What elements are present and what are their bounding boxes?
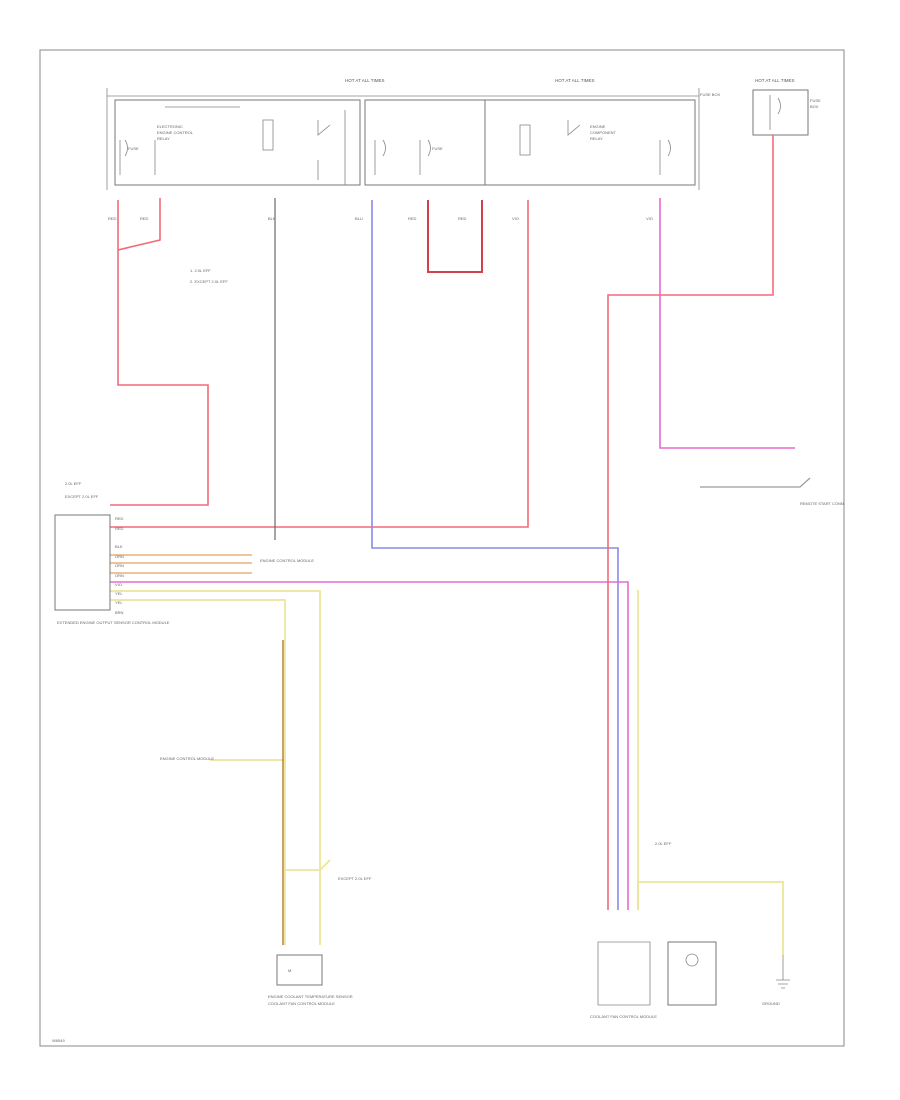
- fan-module-left: [597, 941, 651, 1006]
- svg-text:RED: RED: [108, 216, 117, 221]
- footer-code: W6549: [52, 1038, 65, 1043]
- svg-text:RELAY: RELAY: [157, 136, 170, 141]
- svg-text:VIO: VIO: [115, 582, 122, 587]
- relay-box-3: [484, 99, 696, 186]
- right-20l-label: 2.0L EFF: [655, 841, 672, 846]
- wire-pink-right: [659, 198, 795, 449]
- svg-text:RELAY: RELAY: [590, 136, 603, 141]
- ecm-module: [54, 514, 111, 611]
- right-caption: COOLANT FAN CONTROL MODULE: [590, 1014, 657, 1019]
- top-right-caption: REMOTE START CONN: [800, 501, 844, 506]
- svg-text:ENGINE CONTROL: ENGINE CONTROL: [157, 130, 194, 135]
- legend-2: 2. EXCEPT 2.0L EFF: [190, 279, 228, 284]
- svg-text:VIO: VIO: [646, 216, 653, 221]
- ecm-header: 2.0L EFF: [65, 481, 82, 486]
- svg-text:BLU: BLU: [355, 216, 363, 221]
- relay-box-2: [364, 99, 486, 186]
- svg-text:RED: RED: [140, 216, 149, 221]
- ecm-sub: EXCEPT 2.0L EFF: [65, 494, 99, 499]
- svg-text:ENGINE: ENGINE: [590, 124, 606, 129]
- diagram-frame: [39, 49, 845, 1047]
- svg-text:YEL: YEL: [115, 600, 123, 605]
- svg-text:RED: RED: [115, 526, 124, 531]
- svg-text:M: M: [288, 968, 291, 973]
- splice-left-caption: ENGINE CONTROL MODULE: [160, 756, 214, 761]
- fan-module-right: [667, 941, 717, 1006]
- wire-blue: [371, 200, 619, 910]
- left-motor-module: [276, 954, 323, 986]
- svg-text:YEL: YEL: [115, 591, 123, 596]
- fuse-ref-1: FUSE: [128, 146, 139, 151]
- wire-red-left: [110, 200, 209, 506]
- wire-gray-remote: [700, 477, 811, 488]
- svg-text:VIO: VIO: [512, 216, 519, 221]
- ecm-caption: EXTENDED ENGINE OUTPUT SENSOR CONTROL MO…: [57, 620, 170, 625]
- wire-yellow-except: [285, 859, 331, 871]
- svg-text:ORN: ORN: [115, 554, 124, 559]
- svg-text:ORN: ORN: [115, 563, 124, 568]
- svg-text:COMPONENT: COMPONENT: [590, 130, 617, 135]
- left-motor-caption-2: COOLANT FAN CONTROL MODULE: [268, 1001, 335, 1006]
- svg-text:BLK: BLK: [268, 216, 276, 221]
- wire-dark-red-loop: [427, 200, 483, 273]
- svg-text:ELECTRONIC: ELECTRONIC: [157, 124, 183, 129]
- wire-pink-ecm: [110, 581, 629, 910]
- svg-text:BLK: BLK: [115, 544, 123, 549]
- relay-box-1-label: HOT AT ALL TIMES: [345, 78, 385, 83]
- relay-box-1: [114, 99, 361, 186]
- mid-caption: ENGINE CONTROL MODULE: [260, 558, 314, 563]
- svg-text:BOX: BOX: [810, 104, 819, 109]
- wire-yellow-2: [110, 599, 286, 945]
- wire-yellow-ground: [637, 881, 784, 955]
- svg-text:FUSE: FUSE: [432, 146, 443, 151]
- ground-caption: GROUND: [762, 1001, 780, 1006]
- svg-text:RED: RED: [115, 516, 124, 521]
- relay-box-2-label: HOT AT ALL TIMES: [555, 78, 595, 83]
- svg-text:FUSE: FUSE: [810, 98, 821, 103]
- except-label: EXCEPT 2.0L EFF: [338, 876, 372, 881]
- fuse-box-label: FUSE BOX: [700, 92, 721, 97]
- wire-red-left-2: [117, 198, 161, 251]
- fuse-box-right-label: HOT AT ALL TIMES: [755, 78, 795, 83]
- left-motor-caption: ENGINE COOLANT TEMPERATURE SENSOR: [268, 994, 353, 999]
- wire-yellow-1: [110, 590, 321, 945]
- wire-red-mid: [110, 200, 529, 528]
- svg-text:RED: RED: [458, 216, 467, 221]
- svg-text:BRN: BRN: [115, 610, 124, 615]
- svg-text:RED: RED: [408, 216, 417, 221]
- legend-1: 1. 2.0L EFF: [190, 268, 211, 273]
- connector-labels: RED RED BLK BLU RED RED VIO VIO: [108, 216, 653, 221]
- svg-text:ORN: ORN: [115, 573, 124, 578]
- fuse-box-right: [752, 89, 809, 136]
- ecm-pin-labels: RED RED BLK ORN ORN ORN VIO YEL YEL BRN: [115, 516, 124, 615]
- wire-red-right: [607, 135, 774, 910]
